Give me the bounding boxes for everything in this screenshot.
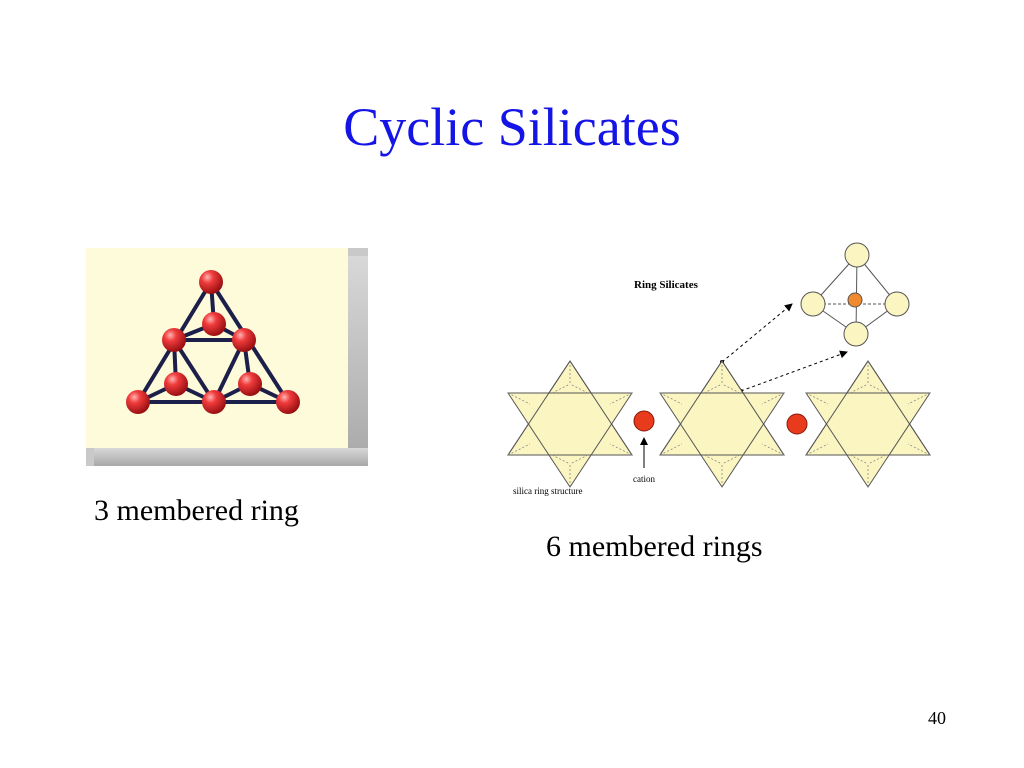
six-ring-1 — [507, 360, 633, 488]
three-ring-model — [86, 248, 368, 466]
six-ring-3 — [805, 360, 931, 488]
diagram-title: Ring Silicates — [634, 279, 699, 291]
caption-six-membered-rings: 6 membered rings — [546, 530, 763, 563]
tetrahedron-detail — [800, 242, 910, 347]
slide-title: Cyclic Silicates — [343, 97, 681, 157]
cation-2 — [786, 413, 808, 435]
ring-silicates-diagram: Ring Silicates — [507, 242, 931, 496]
silicon-atom — [847, 292, 863, 308]
pointer-arrows — [721, 303, 848, 392]
atoms — [126, 270, 300, 414]
figure-shadow-right — [348, 256, 368, 466]
caption-three-membered-ring: 3 membered ring — [94, 494, 299, 527]
label-cation: cation — [633, 474, 655, 484]
cation-1 — [633, 410, 655, 432]
three-ring-model-figure — [86, 248, 368, 466]
figure-shadow-bottom — [94, 448, 368, 466]
page-number: 40 — [928, 708, 946, 728]
six-ring-2 — [659, 360, 785, 488]
label-silica-ring-structure: silica ring structure — [513, 486, 582, 496]
ring-silicates-diagram-figure: Ring Silicates — [500, 236, 940, 498]
